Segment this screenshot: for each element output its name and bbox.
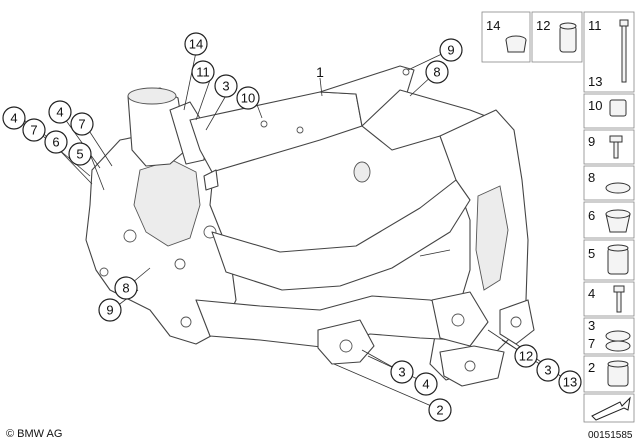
frame-upper-rail-left	[189, 91, 363, 173]
frame-damper-mount	[353, 161, 371, 183]
frame-hole	[451, 313, 465, 327]
frame-hole	[260, 120, 268, 128]
callout[interactable]: 7	[70, 112, 94, 136]
callout[interactable]: 8	[425, 60, 449, 84]
main-part-label: 1	[316, 64, 324, 80]
callout-label: 8	[433, 65, 440, 80]
callout[interactable]: 8	[114, 276, 138, 300]
washer-icon	[605, 182, 631, 194]
nut-icon	[609, 99, 627, 117]
bushing-icon	[607, 360, 629, 387]
callout[interactable]: 3	[536, 358, 560, 382]
callout-label: 3	[398, 365, 405, 380]
callout[interactable]: 13	[558, 370, 582, 394]
frame-hole	[296, 126, 304, 134]
callout[interactable]: 3	[390, 360, 414, 384]
frame-steering-head-top	[127, 87, 177, 105]
legend-number: 12	[536, 18, 550, 33]
callout-label: 4	[10, 111, 17, 126]
callout[interactable]: 2	[428, 398, 452, 422]
frame-hole	[339, 339, 353, 353]
callout-label: 9	[106, 303, 113, 318]
legend-number: 14	[486, 18, 500, 33]
frame-illustration	[85, 65, 535, 387]
callout-label: 11	[196, 65, 210, 80]
rubber-mount-icon	[605, 209, 631, 233]
frame-bracket-tab	[203, 169, 219, 191]
callout-label: 7	[30, 123, 37, 138]
callout-label: 4	[56, 105, 63, 120]
long-bolt-icon	[619, 19, 629, 83]
callout[interactable]: 5	[68, 142, 92, 166]
brand-copyright: © BMW AG	[6, 428, 63, 440]
legend-number: 10	[588, 98, 602, 113]
callout-label: 14	[189, 37, 203, 52]
legend-number: 2	[588, 360, 595, 375]
callout-label: 3	[544, 363, 551, 378]
callout-label: 13	[563, 375, 577, 390]
legend-number: 3	[588, 318, 595, 333]
document-id: 00151585	[588, 430, 633, 441]
sleeve-icon	[607, 244, 629, 275]
direction-arrow-icon	[591, 396, 631, 421]
callout[interactable]: 6	[44, 130, 68, 154]
frame-hole	[99, 267, 109, 277]
legend-number: 13	[588, 74, 602, 89]
callout-label: 2	[436, 403, 443, 418]
callout[interactable]: 12	[514, 344, 538, 368]
callout[interactable]: 4	[2, 106, 26, 130]
legend-number: 7	[588, 336, 595, 351]
legend-number: 8	[588, 170, 595, 185]
cap-icon	[505, 35, 527, 53]
callout-label: 10	[241, 91, 255, 106]
callout-label: 12	[519, 349, 533, 364]
legend-cell[interactable]	[583, 129, 635, 165]
frame-right-cutout	[475, 185, 509, 291]
legend-cell[interactable]	[583, 165, 635, 201]
bolt-icon	[613, 285, 625, 313]
callout[interactable]: 10	[236, 86, 260, 110]
frame-hole	[510, 316, 522, 328]
callout[interactable]: 9	[98, 298, 122, 322]
callout[interactable]: 9	[439, 38, 463, 62]
legend-number: 5	[588, 246, 595, 261]
callout-label: 3	[222, 79, 229, 94]
callout-label: 4	[422, 377, 429, 392]
callout-label: 7	[78, 117, 85, 132]
callout[interactable]: 3	[214, 74, 238, 98]
callout[interactable]: 7	[22, 118, 46, 142]
callout[interactable]: 14	[184, 32, 208, 56]
callout-label: 5	[76, 147, 83, 162]
legend-number: 6	[588, 208, 595, 223]
legend-cell[interactable]	[583, 281, 635, 317]
legend-number: 9	[588, 134, 595, 149]
callout[interactable]: 4	[48, 100, 72, 124]
frame-hole	[180, 316, 192, 328]
callout-label: 6	[52, 135, 59, 150]
frame-hole	[174, 258, 186, 270]
frame-hole	[464, 360, 476, 372]
legend-number: 4	[588, 286, 595, 301]
frame-hole	[402, 68, 410, 76]
frame-center-cross-tube	[211, 179, 471, 291]
frame-hole	[123, 229, 137, 243]
spacer-icon	[605, 330, 631, 352]
callout-label: 8	[122, 281, 129, 296]
bush-icon	[559, 22, 577, 53]
screw-icon	[609, 135, 623, 159]
callout[interactable]: 4	[414, 372, 438, 396]
callout[interactable]: 11	[191, 60, 215, 84]
legend-number: 11	[588, 18, 602, 33]
callout-label: 9	[447, 43, 454, 58]
frame-left-cutout	[133, 159, 201, 247]
parts-legend: 14 12 11 13 10 9	[481, 11, 635, 423]
